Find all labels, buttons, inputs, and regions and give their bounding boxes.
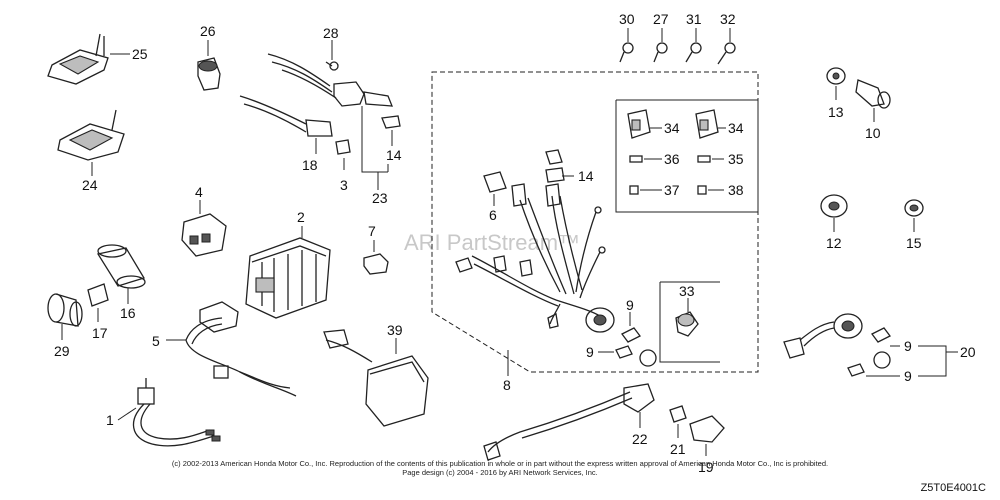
callout-33[interactable]: 33 bbox=[679, 283, 695, 299]
part-13-washer[interactable] bbox=[826, 67, 846, 85]
callout-15[interactable]: 15 bbox=[906, 235, 922, 251]
callout-37[interactable]: 37 bbox=[664, 182, 680, 198]
callout-30[interactable]: 30 bbox=[619, 11, 635, 27]
callout-28[interactable]: 28 bbox=[323, 25, 339, 41]
callout-39[interactable]: 39 bbox=[387, 322, 403, 338]
watermark: ARI PartStream™ bbox=[404, 230, 580, 255]
part-32-bolt[interactable] bbox=[717, 42, 736, 65]
inner-box-outline bbox=[615, 99, 759, 213]
page-design-line: Page design (c) 2004 - 2016 by ARI Netwo… bbox=[402, 468, 598, 477]
copyright-line: (c) 2002-2013 American Honda Motor Co., … bbox=[171, 459, 829, 468]
callout-7[interactable]: 7 bbox=[368, 223, 376, 239]
part-15-grommet[interactable] bbox=[904, 199, 924, 217]
callout-17[interactable]: 17 bbox=[92, 325, 108, 341]
callout-9a[interactable]: 9 bbox=[626, 297, 634, 313]
callout-23[interactable]: 23 bbox=[372, 190, 388, 206]
part-2-regulator-rectifier[interactable] bbox=[245, 237, 331, 319]
part-28-screw[interactable] bbox=[325, 61, 339, 71]
callout-34a[interactable]: 34 bbox=[664, 120, 680, 136]
part-23-harness[interactable] bbox=[239, 53, 401, 155]
part-12-grommet[interactable] bbox=[820, 194, 848, 218]
callout-13[interactable]: 13 bbox=[828, 104, 844, 120]
callout-14[interactable]: 14 bbox=[386, 147, 402, 163]
part-19-cover[interactable] bbox=[689, 415, 725, 443]
callout-27[interactable]: 27 bbox=[653, 11, 669, 27]
part-30-bolt[interactable] bbox=[619, 42, 634, 63]
part-9-keys[interactable] bbox=[615, 327, 657, 367]
callout-26[interactable]: 26 bbox=[200, 23, 216, 39]
part-22-cable[interactable] bbox=[483, 383, 655, 461]
callout-32[interactable]: 32 bbox=[720, 11, 736, 27]
part-39-control-unit[interactable] bbox=[323, 329, 429, 427]
callout-24[interactable]: 24 bbox=[82, 177, 98, 193]
assembly-8-outline bbox=[431, 71, 759, 373]
callout-21[interactable]: 21 bbox=[670, 441, 686, 457]
callout-34b[interactable]: 34 bbox=[728, 120, 744, 136]
part-33-key[interactable] bbox=[675, 311, 699, 337]
key-box-outline bbox=[659, 282, 720, 363]
callout-18[interactable]: 18 bbox=[302, 157, 318, 173]
part-1-oil-sensor[interactable] bbox=[133, 378, 221, 447]
part-26-cap[interactable] bbox=[197, 57, 221, 91]
callout-36[interactable]: 36 bbox=[664, 151, 680, 167]
part-25-mount[interactable] bbox=[47, 33, 109, 85]
part-4-coupler[interactable] bbox=[181, 213, 227, 257]
callout-22[interactable]: 22 bbox=[632, 431, 648, 447]
callout-9c[interactable]: 9 bbox=[904, 338, 912, 354]
callout-4[interactable]: 4 bbox=[195, 184, 203, 200]
callout-9d[interactable]: 9 bbox=[904, 368, 912, 384]
callout-14b[interactable]: 14 bbox=[578, 168, 594, 184]
part-8-main-harness[interactable] bbox=[455, 149, 615, 333]
part-31-bolt[interactable] bbox=[685, 42, 702, 63]
part-17-clip[interactable] bbox=[87, 283, 109, 307]
part-29-grommet[interactable] bbox=[47, 293, 83, 327]
callout-8[interactable]: 8 bbox=[503, 377, 511, 393]
diagram-code: Z5T0E4001C bbox=[920, 482, 986, 494]
part-5-sub-cable[interactable] bbox=[185, 301, 297, 397]
callout-9b[interactable]: 9 bbox=[586, 344, 594, 360]
callout-6[interactable]: 6 bbox=[489, 207, 497, 223]
callout-29[interactable]: 29 bbox=[54, 343, 70, 359]
callout-38[interactable]: 38 bbox=[728, 182, 744, 198]
callout-35[interactable]: 35 bbox=[728, 151, 744, 167]
callout-16[interactable]: 16 bbox=[120, 305, 136, 321]
callout-2[interactable]: 2 bbox=[297, 209, 305, 225]
part-24-mount[interactable] bbox=[57, 109, 125, 161]
callout-12[interactable]: 12 bbox=[826, 235, 842, 251]
callout-10[interactable]: 10 bbox=[865, 125, 881, 141]
part-7-coupler[interactable] bbox=[363, 253, 389, 275]
callout-3[interactable]: 3 bbox=[340, 177, 348, 193]
part-21-coupler[interactable] bbox=[669, 405, 687, 423]
part-34-connectors[interactable] bbox=[627, 109, 719, 195]
part-16-tube[interactable] bbox=[96, 244, 146, 289]
callout-20[interactable]: 20 bbox=[960, 344, 976, 360]
part-20-switch-assembly[interactable] bbox=[783, 313, 891, 377]
part-27-bolt[interactable] bbox=[653, 42, 668, 63]
callout-1[interactable]: 1 bbox=[106, 412, 114, 428]
callout-5[interactable]: 5 bbox=[152, 333, 160, 349]
part-10-switch[interactable] bbox=[855, 79, 891, 109]
callout-19[interactable]: 19 bbox=[698, 459, 714, 475]
callout-31[interactable]: 31 bbox=[686, 11, 702, 27]
callout-25[interactable]: 25 bbox=[132, 46, 148, 62]
